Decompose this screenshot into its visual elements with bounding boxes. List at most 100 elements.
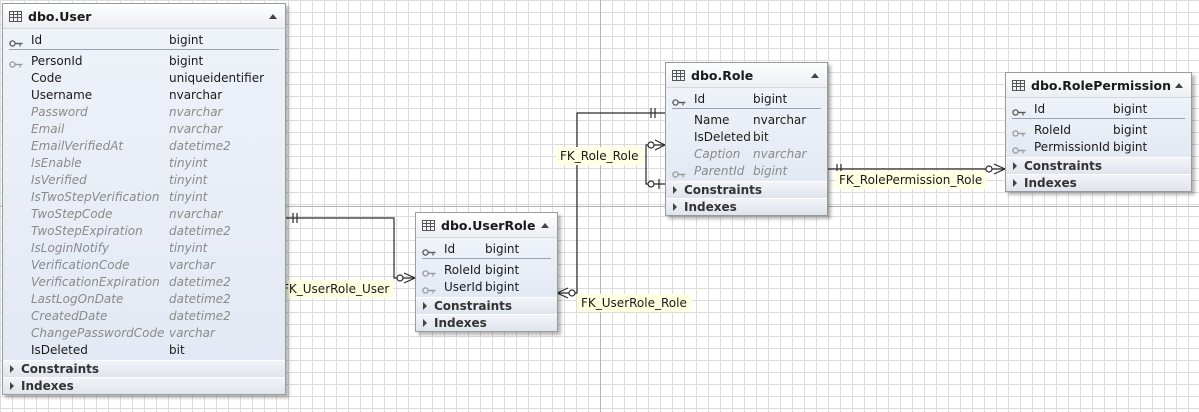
column-type: nvarchar xyxy=(169,104,223,119)
column-type: varchar xyxy=(169,257,215,272)
fk-userrole-user-line xyxy=(285,213,416,284)
entity-title: dbo.User xyxy=(28,8,92,24)
column-name: IsVerified xyxy=(31,172,87,187)
column-type: uniqueidentifier xyxy=(169,70,265,85)
column-name: PersonId xyxy=(31,53,83,68)
column-name: RoleId xyxy=(1034,122,1072,137)
column-type: datetime2 xyxy=(169,274,231,289)
chevron-up-icon[interactable] xyxy=(269,13,277,19)
entity-header[interactable]: dbo.UserRole xyxy=(416,213,557,238)
column-name: IsDeleted xyxy=(694,129,751,144)
table-icon xyxy=(1012,79,1025,91)
section-label: Indexes xyxy=(684,200,737,214)
section-indexes[interactable]: Indexes xyxy=(1006,174,1191,191)
column-type: bit xyxy=(169,342,185,357)
fk-userrole-user-label[interactable]: FK_UserRole_User xyxy=(278,280,394,298)
section-constraints[interactable]: Constraints xyxy=(416,297,557,314)
column-type: datetime2 xyxy=(169,308,231,323)
column-name: Id xyxy=(31,33,43,47)
column-name: Id xyxy=(1034,102,1046,116)
column-name: VerificationExpiration xyxy=(31,274,160,289)
foreign-key-icon xyxy=(1012,143,1026,154)
column-name: EmailVerifiedAt xyxy=(31,138,124,153)
column-type: datetime2 xyxy=(169,138,231,153)
chevron-up-icon[interactable] xyxy=(541,222,549,228)
column-type: datetime2 xyxy=(169,291,231,306)
chevron-right-icon[interactable] xyxy=(1013,179,1017,187)
section-constraints[interactable]: Constraints xyxy=(1006,157,1191,174)
column-name: TwoStepCode xyxy=(31,206,113,221)
section-constraints[interactable]: Constraints xyxy=(3,360,285,377)
fk-userrole-role-label[interactable]: FK_UserRole_Role xyxy=(577,294,691,312)
column-name: Email xyxy=(31,121,65,136)
fk-role-role-label[interactable]: FK_Role_Role xyxy=(556,147,643,165)
column-type: bigint xyxy=(753,163,788,178)
section-constraints[interactable]: Constraints xyxy=(666,181,827,198)
chevron-right-icon[interactable] xyxy=(1013,162,1017,170)
column-row[interactable]: VerificationExpiration datetime2 xyxy=(3,273,285,290)
chevron-right-icon[interactable] xyxy=(10,365,14,373)
chevron-right-icon[interactable] xyxy=(423,319,427,327)
column-row[interactable]: PersonId bigint xyxy=(3,52,285,69)
column-type: nvarchar xyxy=(169,121,223,136)
primary-key-icon xyxy=(9,36,23,47)
fk-role-role-line xyxy=(645,139,666,189)
foreign-key-icon xyxy=(9,57,23,68)
fk-rolepermission-role-label[interactable]: FK_RolePermission_Role xyxy=(835,171,987,189)
column-type: bigint xyxy=(169,53,204,68)
column-type: bigint xyxy=(1113,122,1148,137)
section-label: Indexes xyxy=(21,379,74,393)
entity-header[interactable]: dbo.Role xyxy=(666,63,827,88)
section-indexes[interactable]: Indexes xyxy=(666,198,827,215)
chevron-right-icon[interactable] xyxy=(10,382,14,390)
column-row[interactable]: RoleId bigint xyxy=(1006,121,1191,138)
section-indexes[interactable]: Indexes xyxy=(3,377,285,394)
column-name: Id xyxy=(694,92,706,106)
entity-header[interactable]: dbo.RolePermission xyxy=(1006,73,1191,98)
chevron-right-icon[interactable] xyxy=(423,302,427,310)
entity-header[interactable]: dbo.User xyxy=(3,4,285,29)
entity-title: dbo.UserRole xyxy=(441,217,536,233)
section-indexes[interactable]: Indexes xyxy=(416,314,557,331)
chevron-right-icon[interactable] xyxy=(673,203,677,211)
chevron-up-icon[interactable] xyxy=(1175,82,1183,88)
column-type: bigint xyxy=(485,279,520,294)
column-name: IsTwoStepVerification xyxy=(31,189,160,204)
column-name: Name xyxy=(694,112,730,127)
chevron-right-icon[interactable] xyxy=(673,186,677,194)
chevron-up-icon[interactable] xyxy=(811,72,819,78)
column-row[interactable]: EmailVerifiedAt datetime2 xyxy=(3,137,285,154)
column-row[interactable]: Email nvarchar xyxy=(3,120,285,137)
